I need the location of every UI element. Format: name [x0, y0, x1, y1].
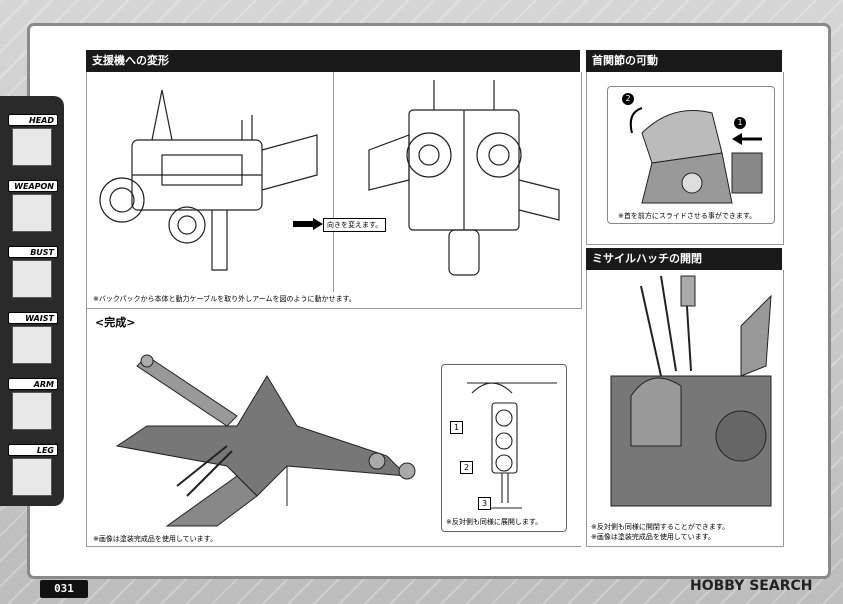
sidebar-item-label: LEG [8, 444, 58, 456]
missile-note-2: ※画像は塗装完成品を使用しています。 [591, 533, 715, 541]
backpack-drawing-right [368, 80, 560, 276]
transform-note: ※バックパックから本体と動力ケーブルを取り外しアームを図のように動かせます。 [93, 295, 356, 303]
sidebar-item-label: WAIST [8, 312, 58, 324]
hatch-inset-drawing [467, 382, 557, 509]
sidebar-item-arm: ARM [8, 378, 58, 434]
sidebar-item-leg: LEG [8, 444, 58, 500]
transform-title: 支援機への変形 [92, 54, 169, 67]
sidebar-item-label: HEAD [8, 114, 58, 126]
missile-panel: ※反対側も同様に開閉することができます。 ※画像は塗装完成品を使用しています。 [586, 270, 784, 547]
neck-inner-box: 1 2 ※首を前方にスライドさせる事ができます。 [607, 86, 775, 224]
complete-note: ※画像は塗装完成品を使用しています。 [93, 535, 217, 543]
page-number: 031 [40, 580, 88, 598]
missile-note-1: ※反対側も同様に開閉することができます。 [591, 523, 730, 531]
neck-panel: 1 2 ※首を前方にスライドさせる事ができます。 [586, 72, 784, 245]
manual-page: 支援機への変形 向きを変えます [30, 26, 828, 576]
transform-panel: 向きを変えます。 ※バックパックから本体と動力ケーブルを取り外しアームを図のよう… [86, 72, 582, 309]
bust-part-icon [12, 260, 52, 298]
transform-arrow-label: 向きを変えます。 [323, 218, 387, 232]
hatch-inset-note: ※反対側も同様に展開します。 [446, 518, 543, 526]
sidebar-item-waist: WAIST [8, 312, 58, 368]
neck-step-2-badge: 2 [622, 93, 634, 105]
parts-sidebar: HEAD WEAPON BUST WAIST ARM LEG [0, 96, 64, 506]
sidebar-item-label: BUST [8, 246, 58, 258]
sidebar-item-label: WEAPON [8, 180, 58, 192]
step-3-box: 3 [478, 497, 491, 510]
missile-title: ミサイルハッチの開閉 [592, 252, 702, 265]
section-header-neck: 首関節の可動 [586, 50, 782, 72]
step-2-box: 2 [460, 461, 473, 474]
sidebar-item-bust: BUST [8, 246, 58, 302]
head-part-icon [12, 128, 52, 166]
backpack-drawing-left [99, 89, 318, 271]
section-header-missile: ミサイルハッチの開閉 [586, 248, 782, 270]
complete-title: <完成> [95, 316, 136, 329]
step-1-box: 1 [450, 421, 463, 434]
transform-arrow [293, 218, 323, 230]
weapon-part-icon [12, 194, 52, 232]
waist-part-icon [12, 326, 52, 364]
watermark-logo: HOBBY SEARCH [690, 578, 813, 594]
completed-fighter-drawing [115, 354, 416, 527]
neck-title: 首関節の可動 [592, 54, 658, 67]
panel-divider [333, 72, 334, 292]
neck-step-1-badge: 1 [734, 117, 746, 129]
section-header-transform: 支援機への変形 [86, 50, 580, 72]
hatch-inset-panel: 1 2 3 ※反対側も同様に展開します。 [441, 364, 567, 532]
sidebar-item-label: ARM [8, 378, 58, 390]
neck-note: ※首を前方にスライドさせる事ができます。 [618, 212, 757, 220]
sidebar-item-weapon: WEAPON [8, 180, 58, 236]
leg-part-icon [12, 458, 52, 496]
neck-drawing [629, 107, 763, 204]
complete-panel: <完成> [86, 306, 581, 547]
sidebar-item-head: HEAD [8, 114, 58, 170]
missile-hatch-drawing [610, 275, 772, 507]
arm-part-icon [12, 392, 52, 430]
